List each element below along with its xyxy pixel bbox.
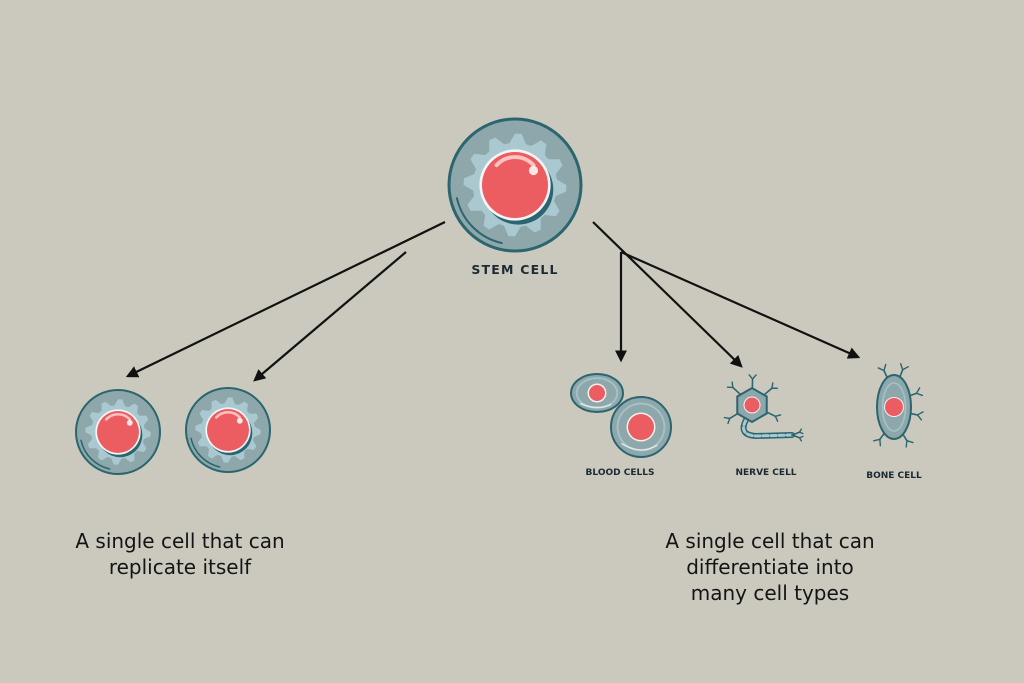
differentiation-caption: A single cell that can differentiate int… [610,528,930,606]
blood-cell-icon [570,373,624,413]
nerve-cell-label: NERVE CELL [735,468,797,478]
arrow-to-nerve-cell [592,221,743,368]
differentiation-caption-line-2: differentiate into [686,555,854,579]
stem-cell-icon [447,117,583,253]
replication-caption-line-2: replicate itself [108,555,252,579]
cells [75,117,924,475]
arrow-to-replica-left [125,221,446,378]
arrow-to-replica-right [253,251,407,382]
replication-caption: A single cell that can replicate itself [40,528,320,580]
arrows [125,221,861,382]
blood-cell-icon [610,396,672,458]
replicated-stem-cell-icon [185,387,271,473]
stem-cell-label: STEM CELL [471,262,559,277]
differentiation-caption-line-1: A single cell that can [665,529,875,553]
replicated-stem-cell-icon [75,389,161,475]
differentiation-caption-line-3: many cell types [690,581,850,605]
replication-caption-line-1: A single cell that can [75,529,285,553]
bone-cell-icon [873,363,924,448]
bone-cell-label: BONE CELL [866,471,922,481]
arrow-to-bone-cell [620,250,861,359]
nerve-cell-icon [723,374,804,442]
blood-cells-label: BLOOD CELLS [585,468,655,478]
